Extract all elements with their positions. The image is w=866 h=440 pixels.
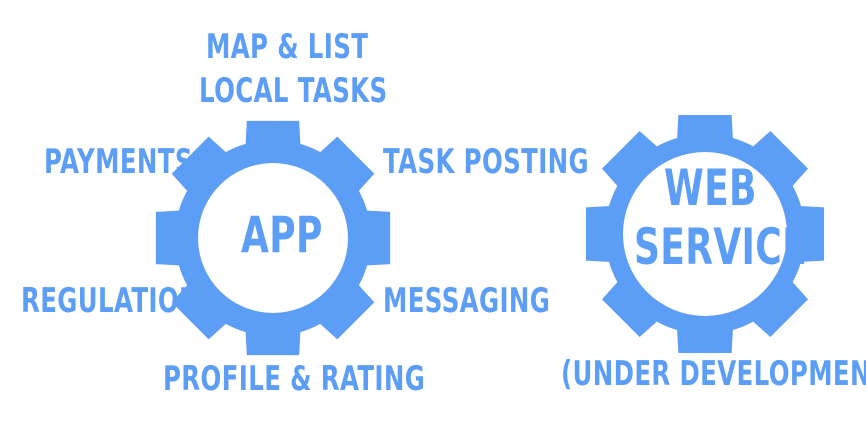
app-gear-icon (155, 120, 391, 356)
feature-messaging: MESSAGING (383, 281, 551, 321)
feature-regulation: REGULATION (21, 281, 200, 321)
feature-map-list: MAP & LIST (206, 27, 369, 67)
feature-profile-rating: PROFILE & RATING (163, 359, 426, 399)
feature-payments: PAYMENTS (44, 142, 193, 182)
web-service-gear-icon (585, 114, 825, 354)
web-service-status: (UNDER DEVELOPMENT) (561, 354, 866, 394)
feature-local-tasks: LOCAL TASKS (199, 71, 388, 111)
app-gear-label: APP (241, 206, 323, 264)
feature-task-posting: TASK POSTING (383, 142, 589, 182)
web-gear-label-line1: WEB (664, 159, 757, 217)
web-gear-label-line2: SERVICE (634, 218, 808, 276)
